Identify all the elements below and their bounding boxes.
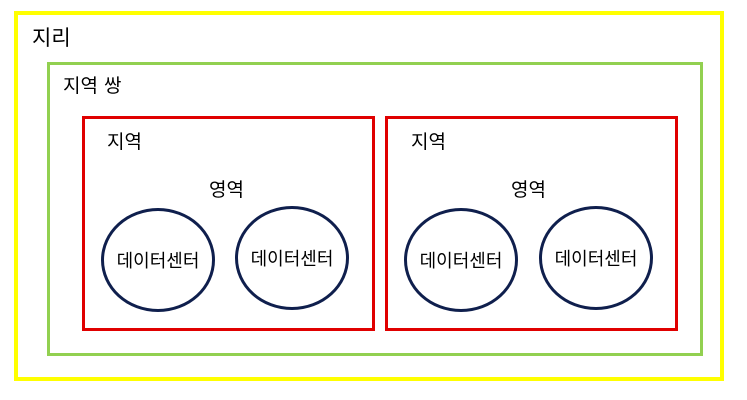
datacenter-circle-1: 데이터센터 xyxy=(101,208,215,312)
datacenter-label-2: 데이터센터 xyxy=(250,249,334,270)
region-label-2: 지역 xyxy=(411,131,446,153)
datacenter-circle-4: 데이터센터 xyxy=(539,206,653,310)
region-label-1: 지역 xyxy=(107,131,142,153)
region-box-1 xyxy=(82,116,375,331)
zone-label-2: 영역 xyxy=(511,179,546,201)
datacenter-label-3: 데이터센터 xyxy=(419,251,503,272)
datacenter-label-4: 데이터센터 xyxy=(554,249,638,270)
region-pair-label: 지역 쌍 xyxy=(63,75,122,97)
zone-label-1: 영역 xyxy=(209,179,244,201)
geography-box xyxy=(14,11,724,381)
datacenter-circle-3: 데이터센터 xyxy=(404,208,518,312)
datacenter-label-1: 데이터센터 xyxy=(116,251,200,272)
region-pair-box xyxy=(47,62,703,356)
geography-label: 지리 xyxy=(32,26,71,50)
region-box-2 xyxy=(385,116,678,331)
datacenter-circle-2: 데이터센터 xyxy=(235,206,349,310)
